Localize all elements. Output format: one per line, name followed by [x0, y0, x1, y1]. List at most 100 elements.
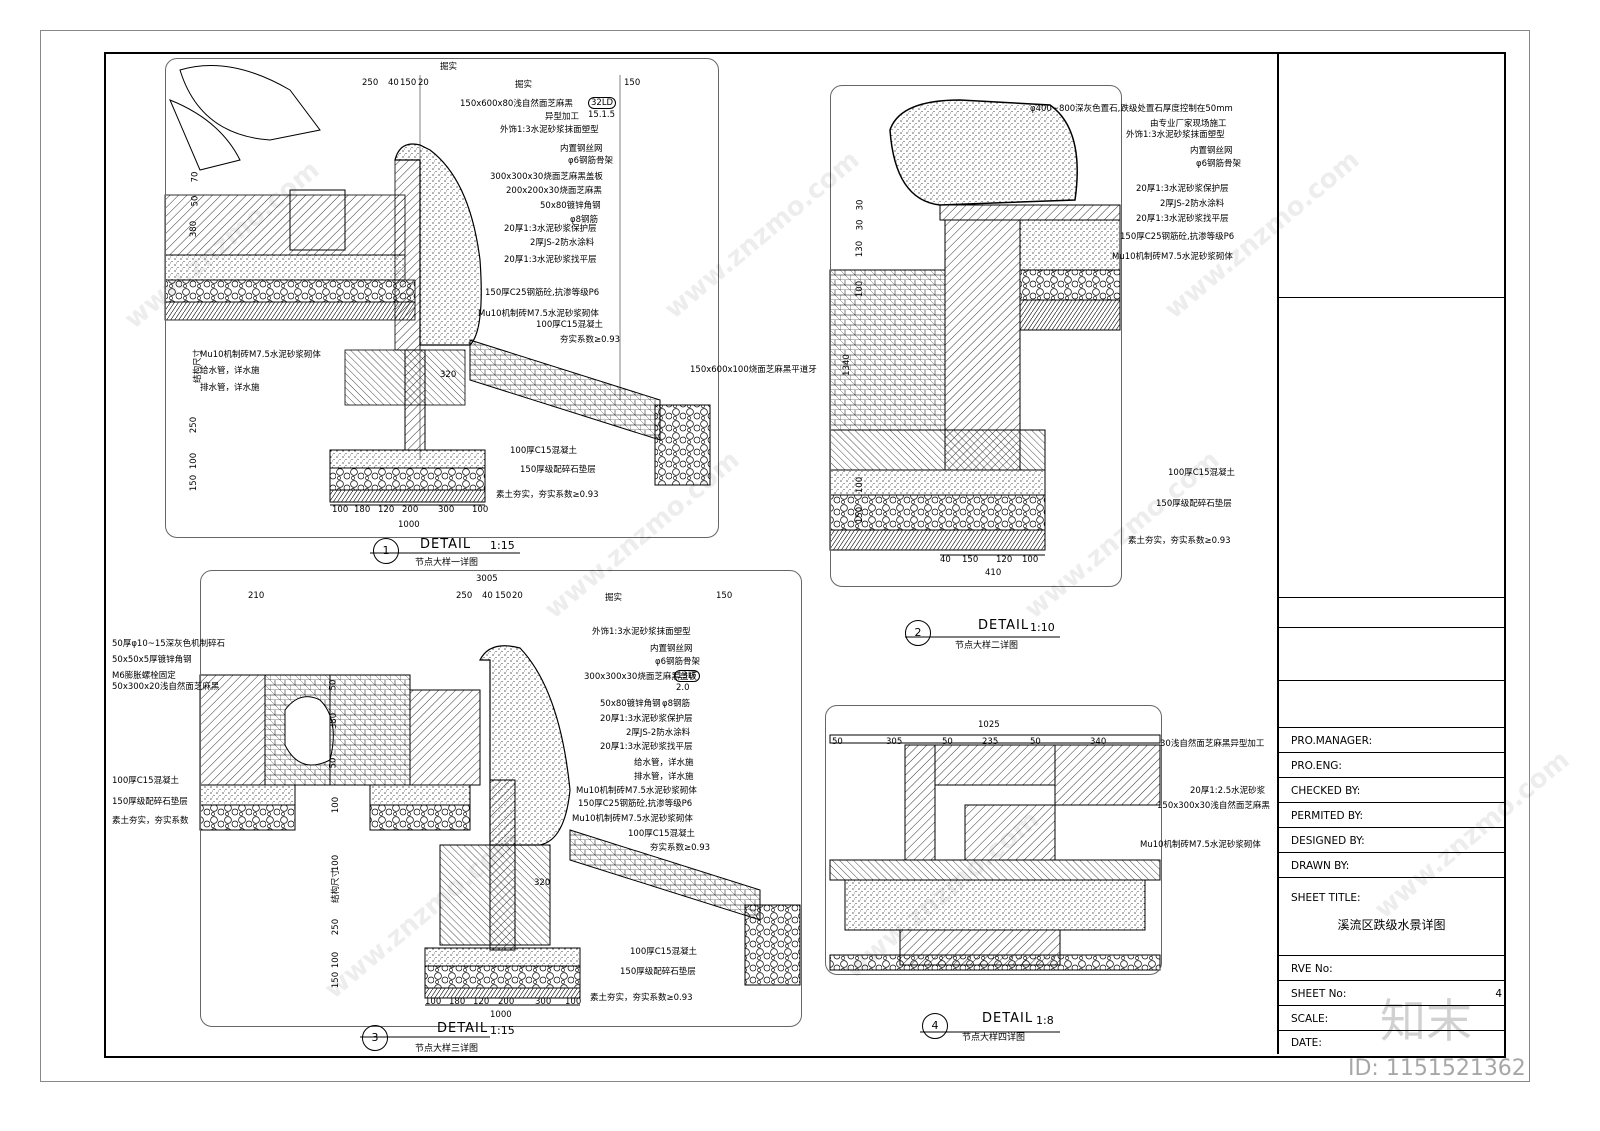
- tb-row-scale: SCALE:: [1279, 1005, 1504, 1031]
- detail2-subtitle: 节点大样二详图: [955, 641, 1019, 651]
- d3-dim-total: 1000: [490, 1010, 512, 1020]
- tb-label-rve-no: RVE No:: [1291, 962, 1333, 975]
- detail1-word: DETAIL: [420, 537, 472, 552]
- d3-left-bottom-ann-1: 150厚级配碎石垫层: [112, 797, 188, 807]
- d3-left-bottom-ann-2: 素土夯实，夯实系数: [112, 816, 189, 826]
- d3-dim-left-4: 100: [331, 796, 342, 814]
- d1-left-ann-0: Mu10机制砖M7.5水泥砂浆砌体: [200, 350, 321, 360]
- d2-ann-1: 由专业厂家现场施工: [1150, 119, 1227, 129]
- sheet-outer-border: [40, 30, 1530, 1082]
- d1-ann-10: 2厚JS-2防水涂料: [530, 238, 595, 248]
- d1-tag-top: 32LD: [588, 97, 617, 109]
- detail4-panel: [825, 705, 1162, 975]
- tb-row-pro-manager: PRO.MANAGER:: [1279, 727, 1504, 753]
- d3-tag-top: 13LT: [674, 670, 700, 682]
- d1-bottom-ann-1: 150厚级配碎石垫层: [520, 465, 596, 475]
- d3-bottom-ann-2: 素土夯实，夯实系数≥0.93: [590, 993, 693, 1003]
- d3-dim-left-7: 50: [328, 679, 339, 691]
- d3-ann-8: 20厚1:3水泥砂浆找平层: [600, 742, 693, 752]
- d1-dim-misc: 320: [440, 370, 457, 380]
- tb-label-sheet-no: SHEET No:: [1291, 987, 1347, 1000]
- d2-dim-bottom-0: 40: [940, 555, 951, 565]
- d3-top-label-0: 掘实: [605, 593, 623, 603]
- d3-dim-top-3: 150: [495, 591, 512, 601]
- detail4-word: DETAIL: [982, 1011, 1034, 1026]
- detail3-number: 3: [362, 1025, 388, 1051]
- d1-dim-bottom-3: 200: [402, 505, 419, 515]
- d2-ann-7: 20厚1:3水泥砂浆找平层: [1136, 214, 1229, 224]
- d2-dim-bottom-2: 120: [996, 555, 1013, 565]
- d3-ann-4: 50x80镀锌角钢: [600, 699, 661, 709]
- d3-left-ann-0: 50厚φ10~15深灰色机制碎石: [112, 639, 226, 649]
- d2-dim-bottom-3: 100: [1022, 555, 1039, 565]
- detail1-scale: 1:15: [490, 539, 515, 552]
- detail4-subtitle: 节点大样四详图: [962, 1033, 1026, 1043]
- d1-ann-13: Mu10机制砖M7.5水泥砂浆砌体: [478, 309, 599, 319]
- d1-dim-bottom-2: 120: [378, 505, 395, 515]
- d3-dim-top-1: 250: [456, 591, 473, 601]
- d3-dim-top-5: 150: [716, 591, 733, 601]
- tb-label-date: DATE:: [1291, 1037, 1322, 1049]
- d1-left-ann-2: 排水管，详水施: [200, 383, 260, 393]
- d2-dim-left-6: 150: [855, 506, 866, 524]
- d1-ann-9: 20厚1:3水泥砂浆保护层: [504, 224, 597, 234]
- d1-ann-4: φ6钢筋骨架: [568, 156, 614, 166]
- d3-left-ann-3: 50x300x20浅自然面芝麻黑: [112, 682, 220, 692]
- title-block: PRO.MANAGER: PRO.ENG: CHECKED BY: PERMIT…: [1277, 52, 1504, 1054]
- tb-label-pro-eng: PRO.ENG:: [1291, 759, 1342, 772]
- d1-ann-1: 异型加工: [545, 112, 580, 122]
- d3-bottom-ann-1: 150厚级配碎石垫层: [620, 967, 696, 977]
- d1-ann-12: 150厚C25钢筋砼,抗渗等级P6: [485, 288, 600, 298]
- d3-dim-top-2: 40: [482, 591, 493, 601]
- d3-dim-top-0: 210: [248, 591, 265, 601]
- detail2-scale: 1:10: [1030, 621, 1055, 634]
- d3-dim-bottom-2: 120: [473, 997, 490, 1007]
- d3-dim-bottom-3: 200: [498, 997, 515, 1007]
- d3-dim-total-top: 3005: [476, 574, 498, 584]
- d4-dim-top-4: 50: [1030, 737, 1041, 747]
- tb-row-pro-eng: PRO.ENG:: [1279, 752, 1504, 778]
- detail2-number: 2: [905, 620, 931, 646]
- tb-sheet-no-value: 4: [1495, 987, 1502, 1000]
- tb-row-date: DATE:: [1279, 1030, 1504, 1055]
- tb-label-designed-by: DESIGNED BY:: [1291, 834, 1365, 847]
- d1-bottom-ann-0: 100厚C15混凝土: [510, 446, 577, 456]
- d3-dim-top-4: 20: [512, 591, 523, 601]
- tb-row-sheet-no: SHEET No: 4: [1279, 980, 1504, 1006]
- d2-ann-3: 内置钢丝网: [1190, 146, 1233, 156]
- d2-dim-bottom-1: 150: [962, 555, 979, 565]
- d1-dim-left-2: 150: [189, 474, 200, 492]
- d2-ann-8: 150厚C25钢筋砼,抗渗等级P6: [1120, 232, 1235, 242]
- d3-ann-0: 外饰1:3水泥砂浆抹面塑型: [592, 627, 691, 637]
- detail3-word: DETAIL: [437, 1021, 489, 1036]
- tb-blank-row-1: [1279, 297, 1504, 298]
- d1-ann-0: 150x600x80浅自然面芝麻黑: [460, 99, 573, 109]
- d3-ann-1: 内置钢丝网: [650, 644, 693, 654]
- tb-label-scale: SCALE:: [1291, 1012, 1329, 1025]
- d3-ann-9: 给水管，详水施: [634, 758, 694, 768]
- d1-dim-top-0: 250: [362, 78, 379, 88]
- d3-ann-13: Mu10机制砖M7.5水泥砂浆砌体: [572, 814, 693, 824]
- d3-left-bottom-ann-0: 100厚C15混凝土: [112, 776, 179, 786]
- tb-blank-row-3: [1279, 627, 1504, 628]
- d3-dim-misc: 320: [534, 878, 551, 888]
- tb-label-sheet-title: SHEET TITLE:: [1291, 892, 1361, 904]
- detail1-section: [164, 65, 711, 506]
- d3-ann-2: φ6钢筋骨架: [655, 657, 701, 667]
- d1-dim-left-4: 50: [190, 195, 201, 207]
- id-text: ID: 1151521362: [1348, 1056, 1526, 1081]
- d2-ann-4: φ6钢筋骨架: [1196, 159, 1242, 169]
- d1-edge-ann: 150x600x100烧面芝麻黑平道牙: [690, 365, 817, 375]
- d1-dim-top-2: 150: [400, 78, 417, 88]
- d2-dim-total: 410: [985, 568, 1002, 578]
- tb-label-pro-manager: PRO.MANAGER:: [1291, 734, 1373, 747]
- tb-label-checked-by: CHECKED BY:: [1291, 784, 1361, 797]
- d1-ann-11: 20厚1:3水泥砂浆找平层: [504, 255, 597, 265]
- d3-ann-12: 150厚C25钢筋砼,抗渗等级P6: [578, 799, 693, 809]
- tb-sheet-title-value: 溪流区跌级水景详图: [1337, 918, 1446, 932]
- d2-dim-left-4: 1340: [841, 354, 852, 376]
- d1-dim-total: 1000: [398, 520, 420, 530]
- d4-ann-1: 20厚1:2.5水泥砂浆: [1190, 786, 1266, 796]
- detail3-panel: [200, 570, 802, 1027]
- d1-left-label: 结构尺寸: [193, 348, 204, 384]
